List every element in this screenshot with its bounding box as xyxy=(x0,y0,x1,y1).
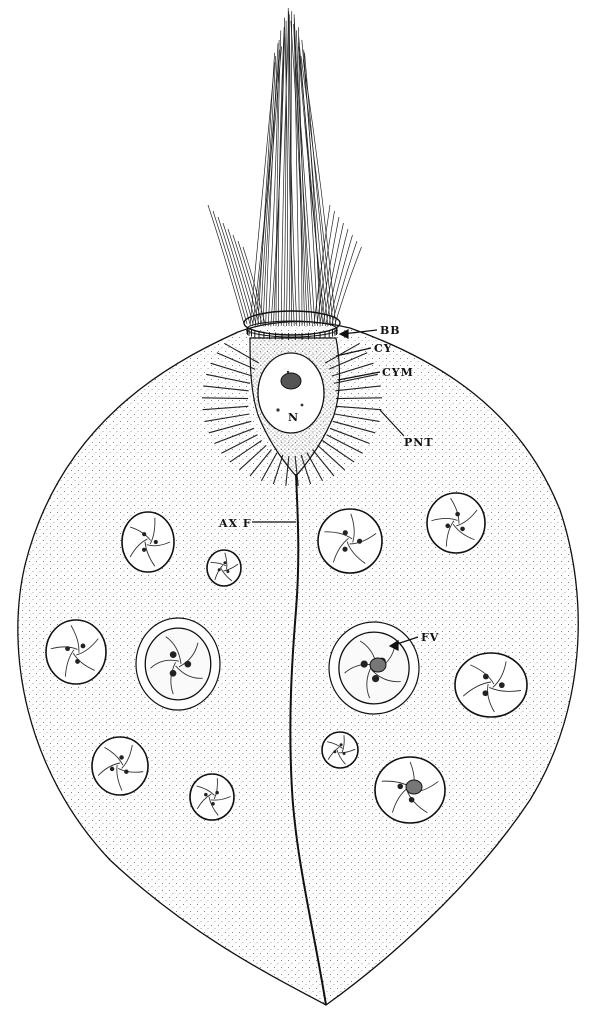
cilium xyxy=(218,217,250,324)
label-cy: CY xyxy=(374,342,393,355)
food-vacuole xyxy=(455,653,527,717)
label-n: N xyxy=(288,411,299,424)
food-vacuole xyxy=(136,618,220,710)
nucleolus xyxy=(281,373,301,389)
nucleus-granule xyxy=(301,404,304,407)
label-pnt: PNT xyxy=(404,436,434,449)
food-vacuole xyxy=(207,550,241,586)
food-vacuole xyxy=(427,493,485,553)
food-vacuole xyxy=(190,774,234,820)
label-axf: AX F xyxy=(218,517,252,530)
label-cym: CYM xyxy=(382,366,414,379)
nucleus-granule xyxy=(276,408,279,411)
label-fv: FV xyxy=(421,631,439,644)
cilium xyxy=(329,235,353,324)
food-vacuole xyxy=(375,757,445,823)
flagellum xyxy=(294,34,315,326)
flagellum xyxy=(258,53,275,326)
food-vacuole xyxy=(122,512,174,572)
label-bb: BB xyxy=(380,324,401,337)
cilium xyxy=(208,205,244,324)
food-vacuole xyxy=(322,732,358,768)
food-vacuole xyxy=(46,620,106,684)
cilium xyxy=(213,211,247,324)
nucleus-granule xyxy=(287,371,289,373)
cilium xyxy=(332,241,357,324)
cilium xyxy=(223,223,253,324)
food-vacuole xyxy=(329,622,419,714)
food-vacuole xyxy=(318,509,382,573)
cilium xyxy=(335,247,362,324)
flagellum xyxy=(255,56,276,326)
food-vacuole xyxy=(92,737,148,795)
cilium xyxy=(323,223,344,324)
cilia-tuft xyxy=(208,8,362,326)
